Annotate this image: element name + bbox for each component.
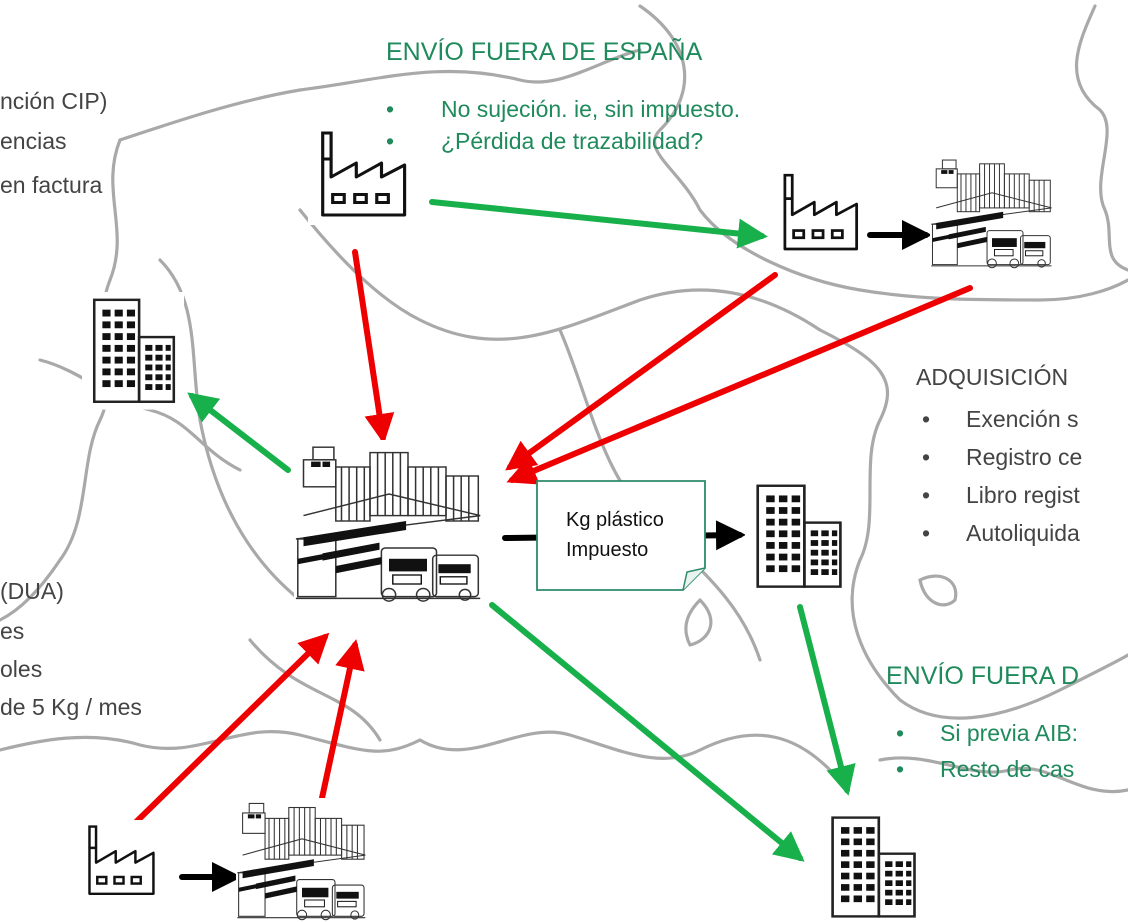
factory-icon: [76, 818, 162, 904]
green-arrow: [489, 602, 805, 862]
arrows: [130, 199, 973, 892]
dua-line: de 5 Kg / mes: [0, 694, 142, 720]
adquisicion-title: ADQUISICIÓN: [916, 364, 1069, 390]
green-arrow: [797, 604, 856, 796]
envio-fuera-top-bullet: •No sujeción. ie, sin impuesto.: [386, 96, 741, 122]
envio-fuera-bottom-bullet: •Resto de cas: [896, 756, 1075, 782]
cip-line: en factura: [0, 172, 103, 198]
envio-fuera-top-title: ENVÍO FUERA DE ESPAÑA: [386, 38, 703, 66]
note-line-1: Kg plástico: [566, 509, 664, 531]
factory-icon: [770, 166, 866, 260]
cip-line: encias: [0, 128, 67, 154]
envio-fuera-bottom-bullet: •Si previa AIB:: [896, 720, 1079, 746]
warehouse-icon: [929, 154, 1055, 269]
red-arrow: [505, 272, 778, 471]
red-arrow: [319, 639, 365, 801]
adquisicion-bullet: •Libro regist: [922, 482, 1080, 508]
envio-fuera-top-bullet: •¿Pérdida de trazabilidad?: [386, 128, 704, 154]
green-arrow: [429, 199, 768, 249]
red-arrow: [130, 632, 330, 828]
red-arrow: [506, 285, 973, 485]
tax-note-box: [536, 480, 706, 591]
dua-line: es: [0, 618, 25, 644]
warehouse-icon: [293, 439, 485, 603]
red-arrow: [352, 249, 395, 444]
note-line-2: Impuesto: [566, 539, 649, 561]
envio-fuera-bottom-title: ENVÍO FUERA D: [886, 662, 1080, 690]
adquisicion-bullet: •Exención s: [922, 406, 1079, 432]
adquisicion-bullet: •Registro ce: [922, 444, 1083, 470]
cip-line: nción CIP): [0, 88, 108, 114]
office-building-icon: [818, 808, 927, 922]
warehouse-icon: [235, 797, 369, 921]
office-building-icon: [743, 476, 853, 596]
office-building-icon: [80, 290, 186, 411]
green-arrow: [187, 392, 291, 473]
dua-line: (DUA): [0, 578, 64, 604]
dua-line: oles: [0, 656, 43, 682]
adquisicion-bullet: •Autoliquida: [922, 520, 1080, 546]
